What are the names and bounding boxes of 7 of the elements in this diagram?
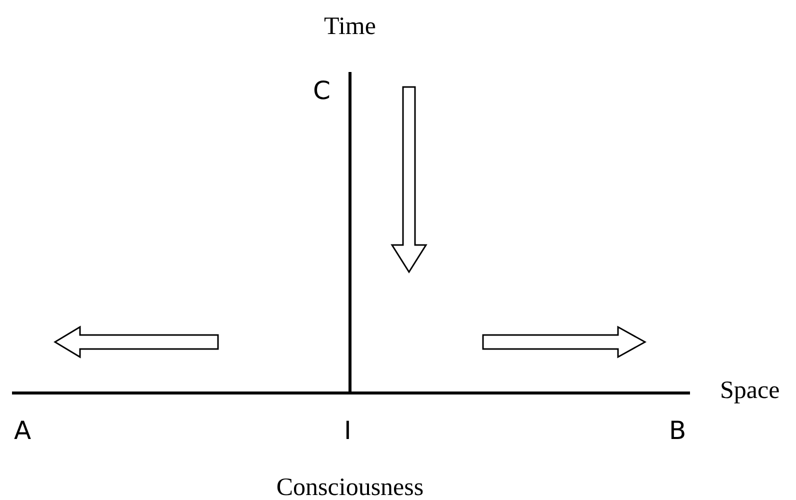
point-label: B (669, 418, 686, 443)
axis-label: Space (720, 378, 780, 403)
axis-label: Consciousness (276, 475, 424, 500)
point-label: C (313, 78, 330, 103)
axis-label: Time (324, 14, 376, 39)
point-label: I (344, 418, 352, 443)
point-label: A (14, 418, 32, 443)
